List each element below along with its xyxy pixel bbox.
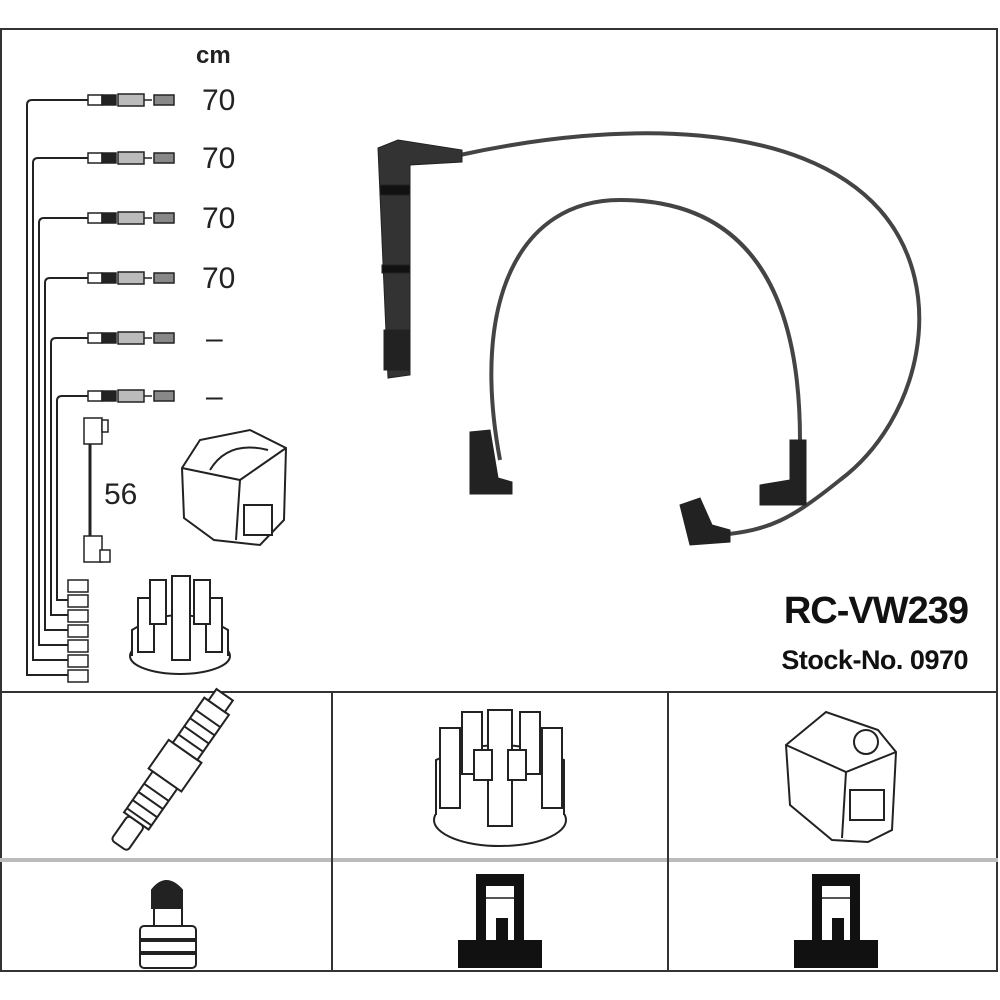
coil-connector-icon xyxy=(794,874,878,968)
diagram-frame xyxy=(0,28,998,972)
lead-schematic xyxy=(26,99,88,676)
spark-plug-icon xyxy=(111,687,235,851)
lead-boots xyxy=(377,139,807,546)
lead-length-5: – xyxy=(206,322,223,355)
lead-length-6: – xyxy=(206,380,223,413)
ignition-leads xyxy=(459,131,922,537)
distributor-cap-small xyxy=(129,575,231,675)
coil-lead-length: 56 xyxy=(104,478,138,511)
unit-label: cm xyxy=(196,42,231,69)
distributor-connector-icon xyxy=(458,874,542,968)
lead-length-3: 70 xyxy=(202,202,236,235)
lead-length-4: 70 xyxy=(202,262,236,295)
coil-illustration-small xyxy=(180,428,288,547)
lead-length-1: 70 xyxy=(202,84,236,117)
lead-connectors xyxy=(67,93,175,683)
spark-plug-connector-icon xyxy=(139,880,197,969)
distributor-cap-icon xyxy=(433,709,567,847)
stock-number: Stock-No. 0970 xyxy=(781,645,968,675)
lead-length-2: 70 xyxy=(202,142,236,175)
ignition-coil-icon xyxy=(784,710,898,844)
product-code: RC-VW239 xyxy=(783,590,969,632)
